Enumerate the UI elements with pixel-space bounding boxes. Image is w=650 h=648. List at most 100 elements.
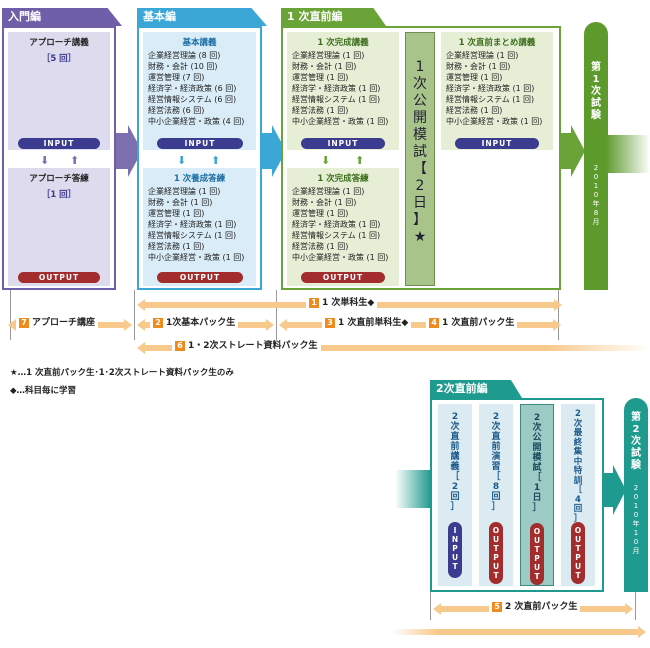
list-item: 経営情報システム (1 回) (148, 231, 237, 240)
second-tab: 2次直前編 (430, 380, 522, 398)
list-item: 経営法務 (1 回) (292, 106, 349, 115)
first-drill-title: 1 次完成答練 (317, 174, 369, 184)
list-item: 経営法務 (1 回) (292, 242, 349, 251)
first-tab-label: 1 次直前編 (287, 10, 343, 23)
first-arrow-icon (561, 125, 585, 177)
list-item: 経済学・経済政策 (1 回) (292, 84, 381, 93)
basic-drill-box: 1 次養成答練 企業経営理論 (1 回) 財務・会計 (1 回) 運営管理 (1 回… (143, 168, 256, 286)
approach-output-pill: OUTPUT (18, 272, 100, 283)
bar-text-2: 1次基本パック生 (166, 318, 236, 328)
approach-lecture-title: アプローチ講義 (29, 38, 89, 48)
first-summary-input-pill: INPUT (455, 138, 539, 149)
bar-num-4: 4 (429, 317, 439, 328)
basic-input-pill: INPUT (157, 138, 243, 149)
bar-num-2: 2 (153, 317, 163, 328)
approach-input-pill: INPUT (18, 138, 100, 149)
up-arrow-icon: ⬆ (211, 154, 221, 167)
second-tab-label: 2次直前編 (436, 382, 488, 395)
exam1-fade (606, 135, 650, 173)
list-item: 財務・会計 (1 回) (292, 198, 357, 207)
list-item: 運営管理 (1 回) (148, 209, 205, 218)
bar-text-3: 1 次直前単科生◆ (338, 318, 409, 328)
down-arrow-icon: ⬇ (40, 154, 50, 167)
list-item: 運営管理 (1 回) (292, 73, 349, 82)
second-arrow-icon (604, 465, 626, 515)
list-item: 運営管理 (1 回) (292, 209, 349, 218)
first-output-pill: OUTPUT (301, 272, 385, 283)
first-tab: 1 次直前編 (281, 8, 386, 26)
note-diamond: ◆…科目毎に学習 (10, 386, 77, 396)
bar-text-7: アプローチ講座 (32, 318, 96, 328)
basic-drill-title: 1 次養成答練 (173, 174, 226, 184)
basic-lecture-box: 基本講義 企業経営理論 (8 回)財務・会計 (10 回)運営管理 (7 回)経… (143, 32, 256, 150)
basic-panel: 基本講義 企業経営理論 (8 回)財務・会計 (10 回)運営管理 (7 回)経… (137, 26, 262, 290)
bar-text-6: 1・2次ストレート資料パック生 (188, 341, 318, 351)
list-item: 経営情報システム (1 回) (292, 231, 381, 240)
first-drill-list: 企業経営理論 (1 回)財務・会計 (1 回)運営管理 (1 回)経済学・経済政… (287, 186, 399, 263)
bar-text-4: 1 次直前パック生 (442, 318, 515, 328)
list-item: 経営法務 (1 回) (446, 106, 503, 115)
bar-text-5: 2 次直前パック生 (505, 602, 578, 612)
intro-panel: アプローチ講義 ［5 回］ INPUT ⬇ ⬆ アプローチ答練 ［1 回］ OU… (2, 26, 116, 290)
bar-num-6: 6 (175, 340, 185, 351)
note-star: ★…1 次直前パック生･1･2次ストレート資料パック生のみ (10, 368, 234, 378)
list-item: 経営法務 (1 回) (148, 242, 205, 251)
list-item: 経営情報システム (1 回) (446, 95, 535, 104)
approach-drill-title: アプローチ答練 (29, 174, 89, 184)
list-item: 中小企業経営・政策 (1 回) (292, 117, 389, 126)
list-item: 中小企業経営・政策 (1 回) (148, 253, 245, 262)
list-item: 経済学・経済政策 (1 回) (148, 220, 237, 229)
list-item: 経済学・経済政策 (6 回) (148, 84, 237, 93)
bar-divider-left (10, 290, 11, 340)
list-item: 経営情報システム (6 回) (148, 95, 237, 104)
approach-lecture-box: アプローチ講義 ［5 回］ INPUT (8, 32, 110, 150)
approach-drill-count: ［1 回］ (41, 190, 77, 200)
basic-lecture-list: 企業経営理論 (8 回)財務・会計 (10 回)運営管理 (7 回)経済学・経済… (143, 50, 256, 127)
list-item: 企業経営理論 (1 回) (292, 187, 365, 196)
down-arrow-icon: ⬇ (177, 154, 187, 167)
bar-text-1: 1 次単科生◆ (322, 298, 375, 308)
list-item: 財務・会計 (10 回) (148, 62, 218, 71)
intro-tab: 入門編 (2, 8, 122, 26)
basic-tab-label: 基本編 (143, 10, 176, 23)
list-item: 中小企業経営・政策 (4 回) (148, 117, 245, 126)
bar5-divider-right (635, 592, 636, 620)
bar-num-3: 3 (325, 317, 335, 328)
list-item: 企業経営理論 (1 回) (446, 51, 519, 60)
list-item: 経済学・経済政策 (1 回) (446, 84, 535, 93)
list-item: 財務・会計 (1 回) (148, 198, 213, 207)
basic-output-pill: OUTPUT (157, 272, 243, 283)
approach-drill-box: アプローチ答練 ［1 回］ OUTPUT (8, 168, 110, 286)
first-lecture-box: 1 次完成講義 企業経営理論 (1 回)財務・会計 (1 回)運営管理 (1 回… (287, 32, 399, 150)
list-item: 企業経営理論 (1 回) (148, 187, 221, 196)
list-item: 運営管理 (7 回) (148, 73, 205, 82)
bar5-divider-left (430, 592, 431, 620)
bar-divider-mid2 (276, 290, 277, 340)
list-item: 企業経営理論 (1 回) (292, 51, 365, 60)
bar-divider-mid1 (134, 290, 135, 340)
first-summary-box: 1 次直前まとめ講義 企業経営理論 (1 回)財務・会計 (1 回)運営管理 (… (441, 32, 553, 150)
second-in-fade (395, 470, 431, 508)
